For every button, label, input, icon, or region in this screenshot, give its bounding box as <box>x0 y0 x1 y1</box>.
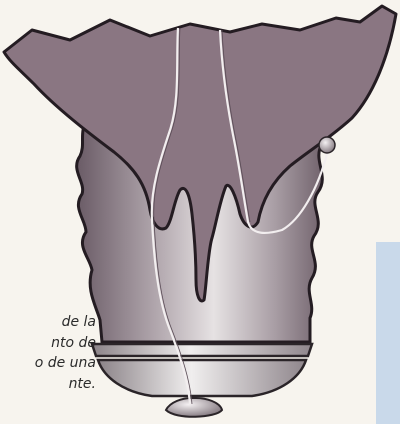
caption-line-1: de la <box>0 312 96 333</box>
filament-membrane <box>4 6 396 301</box>
side-contact-knob <box>319 137 335 153</box>
caption: de la nto de o de una nte. <box>0 312 96 394</box>
caption-line-3: o de una <box>0 353 96 374</box>
bulb-base <box>92 344 312 356</box>
bulb-base-lower <box>98 360 306 396</box>
caption-line-2: nto de <box>0 333 96 354</box>
caption-line-4: nte. <box>0 374 96 395</box>
side-panel <box>376 242 400 424</box>
bottom-contact <box>166 398 222 417</box>
